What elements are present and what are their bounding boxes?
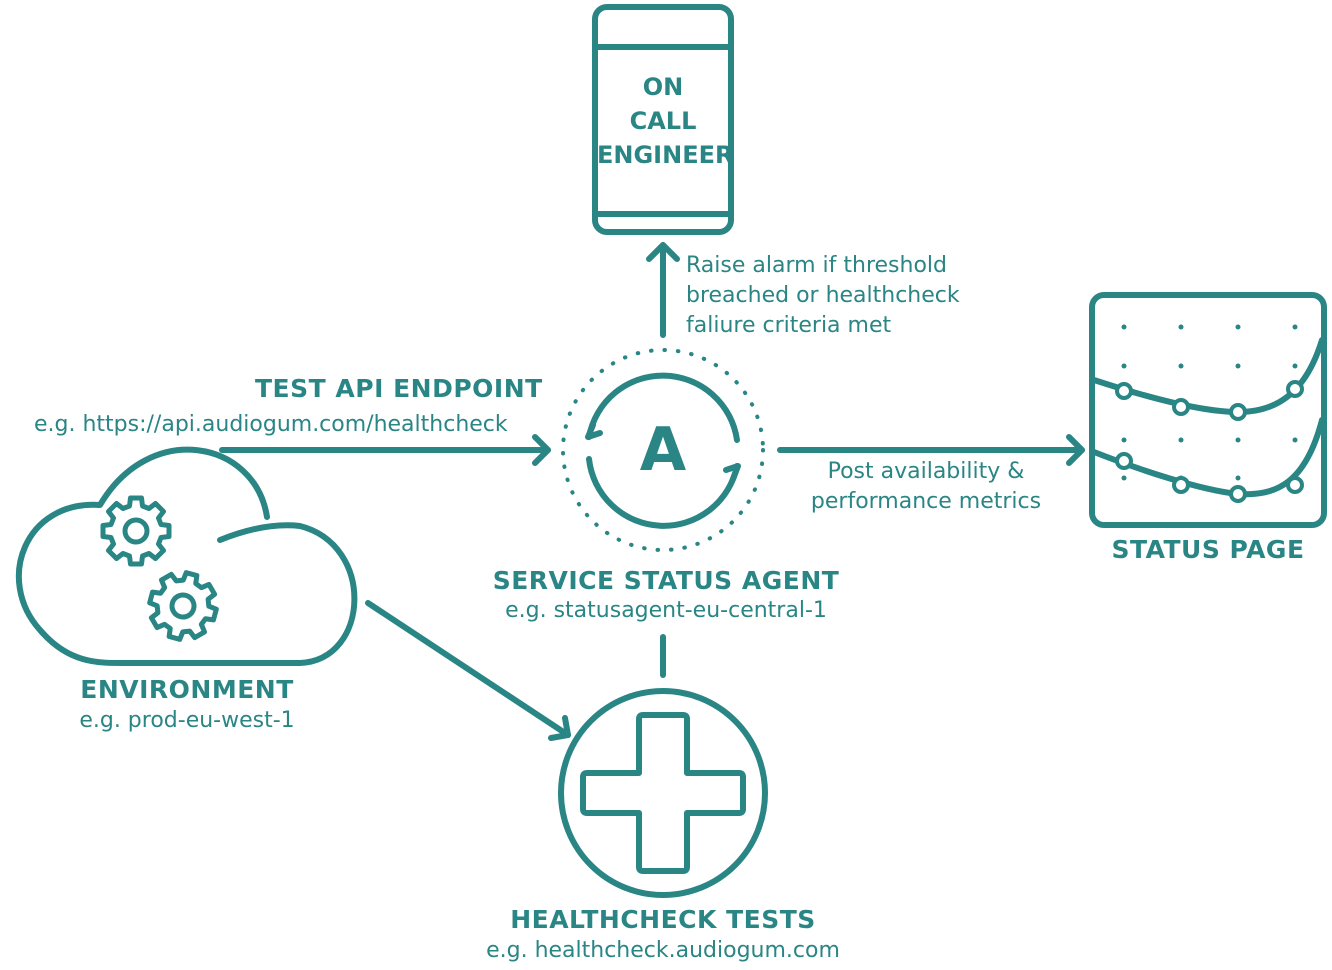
phone-label: ON CALL ENGINEER: [597, 70, 734, 172]
agent-example: e.g. statusagent-eu-central-1: [505, 598, 827, 623]
gear-icon: [100, 495, 172, 567]
alarm-arrow: [646, 242, 680, 338]
phone-label-line: CALL: [629, 107, 697, 135]
alarm-note-line: faliure criteria met: [686, 313, 892, 338]
status-page-icon: [1089, 292, 1327, 528]
environment-title: ENVIRONMENT: [80, 675, 294, 704]
status-page-title: STATUS PAGE: [1111, 535, 1305, 564]
phone-icon: [592, 4, 734, 235]
healthcheck-example: e.g. healthcheck.audiogum.com: [486, 938, 840, 963]
healthcheck-icon: [558, 688, 768, 898]
alarm-note-line: Raise alarm if threshold: [686, 253, 948, 278]
alarm-note-line: breached or healthcheck: [686, 283, 960, 308]
healthcheck-arrow: [365, 600, 571, 741]
test-api-arrow: [219, 434, 551, 466]
gear-icon: [147, 570, 219, 642]
agent-letter: A: [639, 415, 687, 485]
test-api-example: e.g. https://api.audiogum.com/healthchec…: [34, 412, 508, 437]
post-metrics-note-line: performance metrics: [810, 489, 1042, 514]
post-metrics-note-line: Post availability &: [827, 459, 1025, 484]
cloud-icon: [15, 446, 358, 667]
environment-example: e.g. prod-eu-west-1: [79, 708, 295, 733]
healthcheck-title: HEALTHCHECK TESTS: [510, 905, 816, 934]
alarm-note: Raise alarm if threshold breached or hea…: [686, 251, 960, 341]
post-metrics-arrow: [777, 434, 1085, 466]
agent-title: SERVICE STATUS AGENT: [492, 566, 840, 595]
phone-label-line: ENGINEER: [597, 141, 734, 169]
test-api-title: TEST API ENDPOINT: [255, 374, 543, 403]
phone-label-line: ON: [642, 73, 684, 101]
post-metrics-note: Post availability & performance metrics: [811, 457, 1041, 517]
agent-icon: [561, 348, 765, 552]
